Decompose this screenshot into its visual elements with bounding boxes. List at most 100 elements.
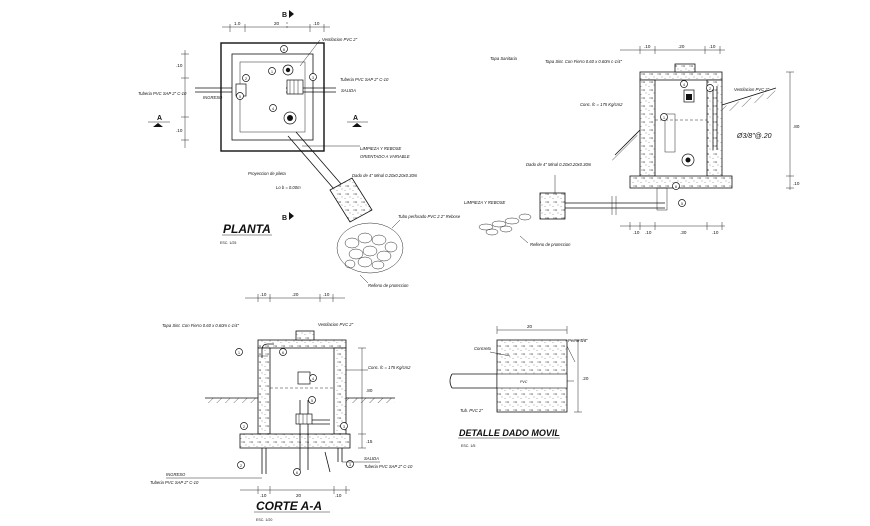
label-dado: Dado de 4" Minal 0.20x0.20x0.30m	[352, 173, 418, 178]
callout-6: 6	[296, 471, 298, 475]
dim-label: .10	[644, 44, 651, 49]
callout-2: 2	[709, 87, 711, 91]
dim-label: .20	[292, 292, 299, 297]
callout-5: 5	[681, 202, 683, 206]
gravel-strip	[478, 213, 532, 236]
dim-label: .80	[366, 388, 373, 393]
label-tuberia-left: Tuberia PVC SAP 2" C-10	[138, 91, 187, 96]
dim-label: .15	[366, 439, 373, 444]
dim-label: 20	[527, 324, 533, 329]
label-relleno-right: Relleno de proteccion	[530, 242, 571, 247]
wall-right	[706, 79, 723, 177]
label-pvc: PVC	[520, 380, 528, 384]
callout-3: 3	[349, 463, 351, 467]
dim-label: .10	[793, 181, 800, 186]
callout-2: 2	[240, 464, 242, 468]
callout-5: 5	[311, 399, 313, 403]
callout-6: 6	[675, 185, 677, 189]
label-dado-right: Dado de 4" Minal 0.20x0.20x0.30m	[526, 162, 592, 167]
label-longitud: Lo b = 0.00m	[276, 185, 301, 190]
label-ventilacion: Ventilacion PVC 2"	[322, 37, 358, 42]
scale-detalle: ESC. 1/5	[461, 444, 475, 448]
label-ingreso-corte: INGRESO	[166, 472, 186, 477]
label-concreto-right: Conc. fc = 175 Kg/cm2	[580, 102, 623, 107]
callout-2: 2	[245, 77, 247, 81]
section-arrow-icon	[289, 10, 294, 18]
dim-label: .10	[709, 44, 716, 49]
callout-3: 3	[343, 425, 345, 429]
dim-label: .30	[680, 230, 687, 235]
label-ventilacion-corte: Ventilacion PVC 2"	[318, 322, 354, 327]
section-mark-b-top: B	[282, 12, 287, 19]
detalle-view: 20 PVC Concreto Perno 3/8" Tub. PVC 2" .…	[449, 324, 589, 448]
label-ingreso: INGRESO	[203, 95, 223, 100]
label-limpieza-right: LIMPIEZA Y REBOSE	[464, 200, 506, 205]
label-tuberia-corte-right: Tuberia PVC SAP 2" C-10	[364, 464, 413, 469]
callout-3: 3	[312, 76, 314, 80]
corte-wall-right	[333, 347, 347, 435]
label-acero: Ø3/8"@.20	[736, 133, 772, 140]
dim-label: .10	[260, 493, 267, 498]
dim-label: .10	[323, 292, 330, 297]
section-mark-b-bottom: B	[282, 215, 287, 222]
corte-wall-left	[257, 347, 271, 435]
label-tapa-corte: Tapa Sint. Con Fierro 0.60 x 0.60m c-1/4…	[162, 323, 239, 328]
label-tapa: Tapa Sanitaria	[490, 56, 518, 61]
dim-label: .10	[633, 230, 640, 235]
label-ventilacion-right: Ventilacion PVC 2"	[734, 87, 770, 92]
label-concreto-detalle: Concreto	[474, 346, 492, 351]
dim-label: 20	[296, 493, 302, 498]
dim-label: .10	[313, 21, 320, 26]
callout-4: 4	[312, 377, 314, 381]
box-inner-wall	[231, 53, 314, 141]
label-concreto-corte: Conc. fc = 175 Kg/cm2	[368, 365, 411, 370]
dado-right	[539, 192, 566, 220]
scale-corte: ESC. 1/20	[256, 518, 272, 522]
dim-label: .20	[582, 376, 589, 381]
callout-2: 2	[243, 425, 245, 429]
label-tubo-perforado: Tubo perforado PVC 2 2" Rebose	[398, 214, 461, 219]
dim-label: .10	[712, 230, 719, 235]
gravel-stones	[344, 232, 398, 270]
callout-4: 4	[683, 83, 685, 87]
dim-label: .10	[335, 493, 342, 498]
dim-label: .10	[176, 128, 183, 133]
label-tuberia-corte-left: Tuberia PVC SAP 2" C-10	[150, 480, 199, 485]
dim-label: .20	[678, 44, 685, 49]
label-salida-corte: SALIDA	[364, 456, 379, 461]
callout-6: 6	[283, 48, 285, 52]
title-detalle: DETALLE DADO MOVIL	[459, 428, 560, 438]
planta-view: B 1.0 20 .10 .10 .10 A A	[138, 10, 461, 288]
label-salida: SALIDA	[341, 88, 356, 93]
callout-6: 6	[282, 351, 284, 355]
callout-4: 4	[272, 107, 274, 111]
callout-1: 1	[238, 351, 240, 355]
label-proyeccion: Proyeccion de pileta	[248, 171, 286, 176]
label-tubo-detalle: Tub. PVC 2"	[460, 408, 483, 413]
section-mark-a-right: A	[353, 115, 358, 122]
label-limpieza: LIMPIEZA Y REBOSE	[360, 146, 402, 151]
label-tuberia-right: Tuberia PVC SAP 2" C-10	[340, 77, 389, 82]
scale-planta: ESC. 1/25	[220, 241, 236, 245]
dado-block	[329, 177, 373, 223]
dim-label: .10	[260, 292, 267, 297]
callout-1: 1	[271, 70, 273, 74]
section-mark-a-left: A	[157, 115, 162, 122]
dim-label: .10	[645, 230, 652, 235]
dim-label: .10	[176, 63, 183, 68]
label-tapa-fierro: Tapa Sint. Con Fierro 0.60 x 0.60m c-1/4…	[545, 59, 622, 64]
dim-label: 20	[274, 21, 280, 26]
base-slab	[629, 175, 733, 189]
title-planta: PLANTA	[223, 222, 271, 236]
title-corte: CORTE A-A	[256, 499, 322, 513]
label-orientado: ORIENTADO A VARIABLE	[360, 154, 410, 159]
callout-1: 1	[663, 116, 665, 120]
callout-5: 5	[239, 95, 241, 99]
label-relleno: Relleno de proteccion	[368, 283, 409, 288]
dim-label: 1.0	[234, 21, 241, 26]
corte-base	[239, 433, 351, 449]
box-outer-wall	[220, 42, 325, 152]
section-right-view: .10 .20 .10 Tapa Sanitaria Tapa Sint. Co…	[464, 44, 800, 247]
corte-view: .10 .20 .10 Tapa Sint. Con Fierro 0.60 x…	[150, 292, 413, 522]
